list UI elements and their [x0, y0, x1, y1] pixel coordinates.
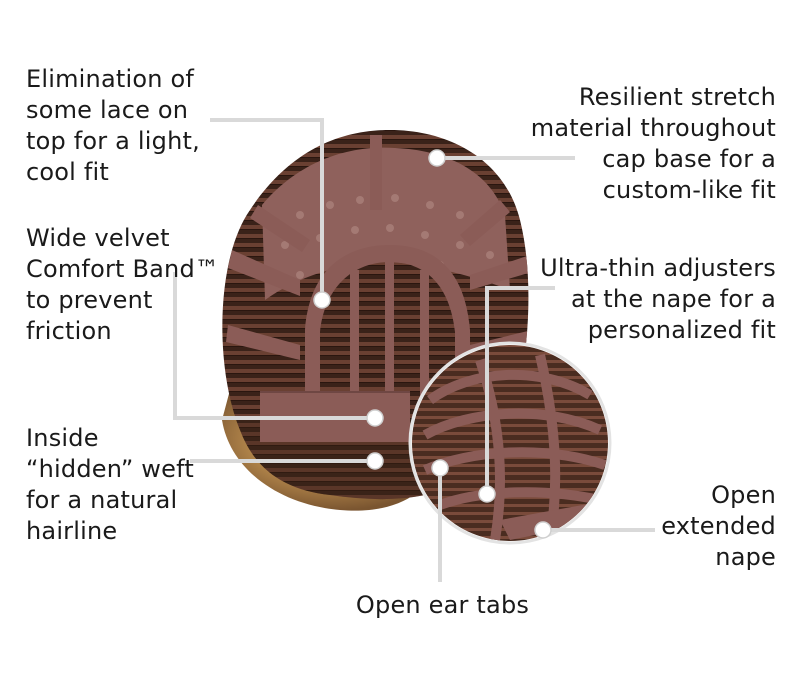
callout-stretch: Resilient stretch material throughout ca…	[530, 83, 776, 204]
dot-nape	[534, 521, 552, 539]
callout-adjusters: Ultra-thin adjusters at the nape for a p…	[540, 254, 776, 344]
dot-ear-tabs	[431, 459, 449, 477]
callout-dots	[313, 149, 552, 539]
callout-nape: Open extended nape	[661, 481, 776, 571]
dot-adjusters	[478, 485, 496, 503]
callout-ear-tabs: Open ear tabs	[355, 591, 530, 619]
callout-velvet: Wide velvet Comfort Band™ to prevent fri…	[26, 224, 220, 345]
callout-lace: Elimination of some lace on top for a li…	[26, 65, 200, 186]
callout-lines	[173, 118, 655, 582]
dot-weft	[366, 452, 384, 470]
dot-lace	[313, 291, 331, 309]
callout-weft: Inside “hidden” weft for a natural hairl…	[26, 424, 194, 545]
dot-velvet	[366, 409, 384, 427]
dot-stretch	[428, 149, 446, 167]
nape-inset	[408, 341, 612, 545]
